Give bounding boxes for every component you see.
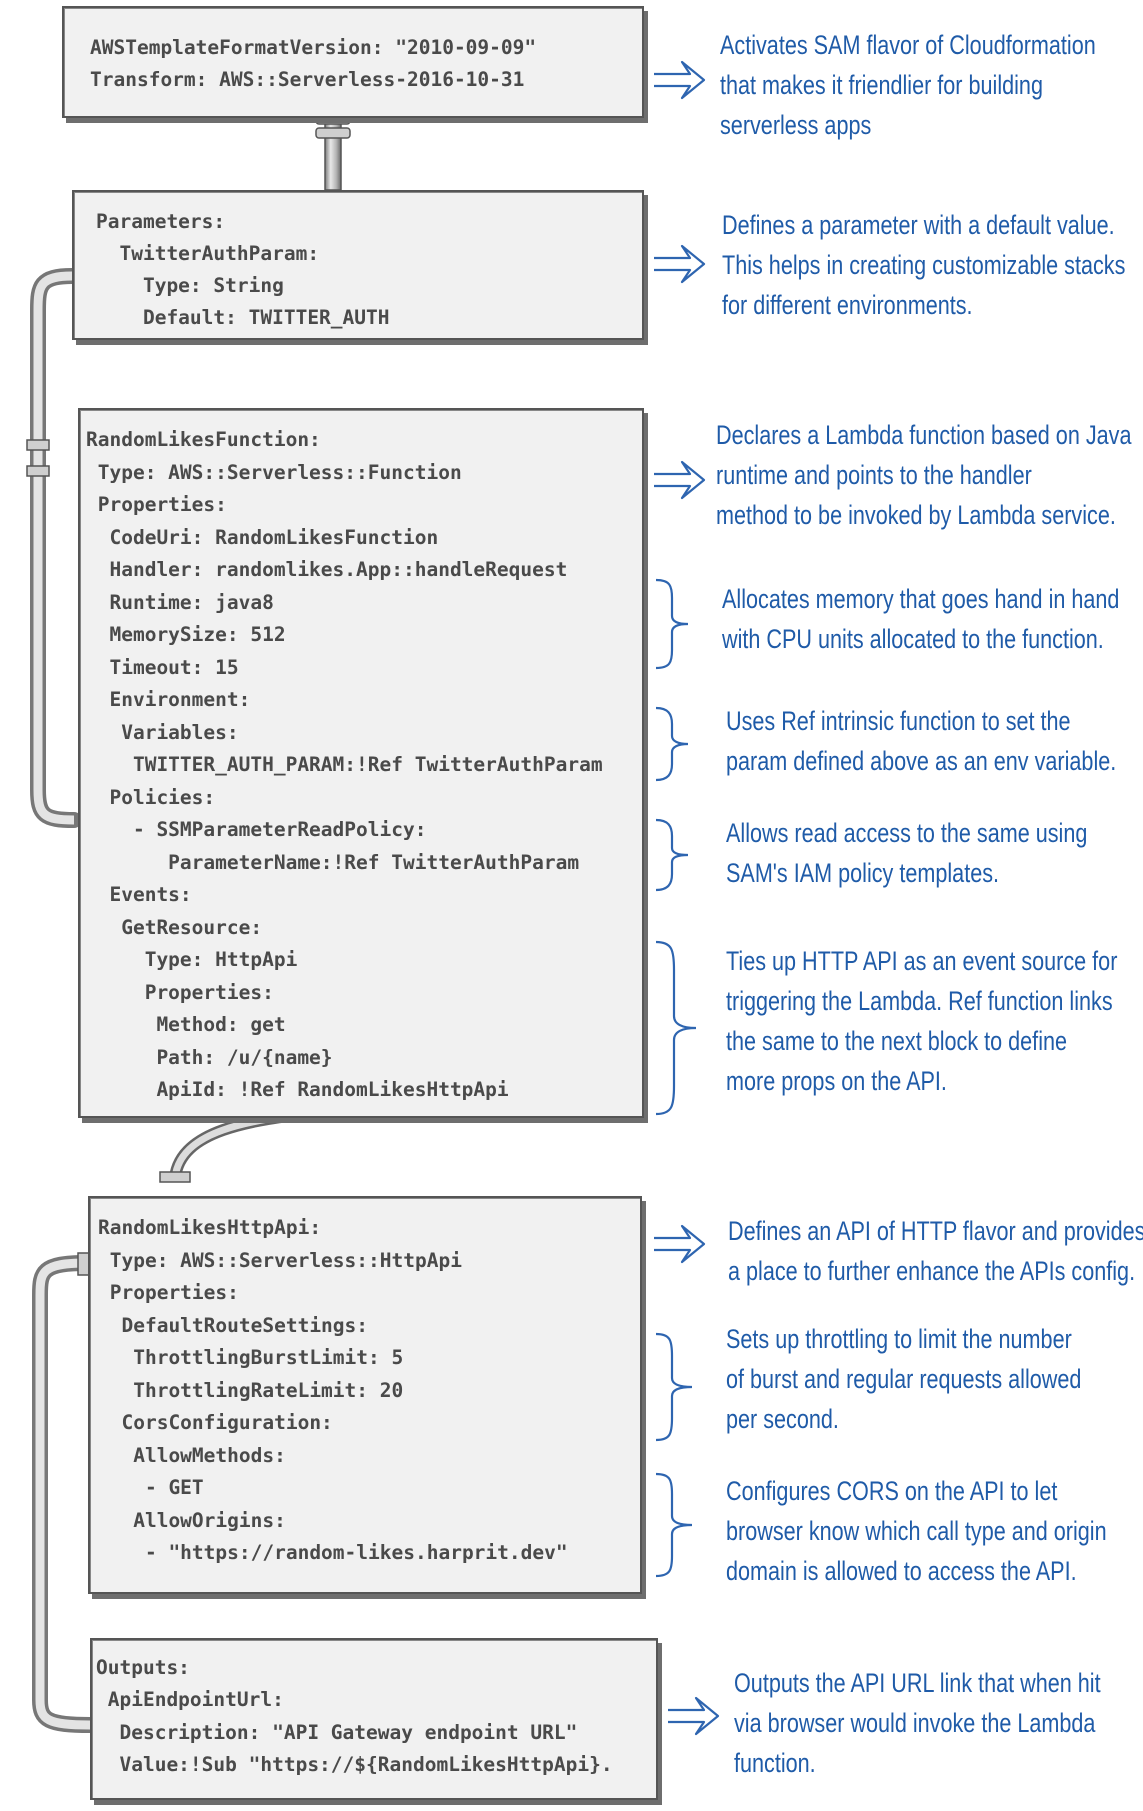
- code-line: Type: HttpApi: [86, 948, 297, 972]
- code-line: AllowOrigins:: [98, 1509, 286, 1533]
- annotation-line: This helps in creating customizable stac…: [722, 248, 1125, 282]
- code-line: Description: "API Gateway endpoint URL": [96, 1721, 577, 1745]
- code-line: Path: /u/{name}: [86, 1046, 333, 1070]
- code-line: Method: get: [86, 1013, 286, 1037]
- annotation-line: Configures CORS on the API to let: [726, 1474, 1057, 1508]
- code-line: Properties:: [86, 493, 227, 517]
- annotation-line: Activates SAM flavor of Cloudformation: [720, 28, 1096, 62]
- code-line: RandomLikesHttpApi:: [98, 1216, 321, 1240]
- code-line: TWITTER_AUTH_PARAM:!Ref TwitterAuthParam: [86, 753, 603, 777]
- code-line: Type: AWS::Serverless::Function: [86, 461, 462, 485]
- annotation-line: for different environments.: [722, 288, 973, 322]
- pipe-2: [27, 276, 74, 820]
- code-line: AllowMethods:: [98, 1444, 286, 1468]
- annotation-line: Allocates memory that goes hand in hand: [722, 582, 1119, 616]
- annotation-line: via browser would invoke the Lambda: [734, 1706, 1095, 1740]
- annotation-line: with CPU units allocated to the function…: [722, 622, 1104, 656]
- code-line: Type: String: [96, 274, 284, 298]
- annotation-line: Sets up throttling to limit the number: [726, 1322, 1072, 1356]
- annotation-line: per second.: [726, 1402, 839, 1436]
- annotation-line: Defines a parameter with a default value…: [722, 208, 1115, 242]
- code-line: Transform: AWS::Serverless-2016-10-31: [90, 68, 524, 92]
- code-line: ThrottlingRateLimit: 20: [98, 1379, 403, 1403]
- annotation-line: more props on the API.: [726, 1064, 947, 1098]
- annotation-line: Defines an API of HTTP flavor and provid…: [728, 1214, 1143, 1248]
- annotation-line: browser know which call type and origin: [726, 1514, 1107, 1548]
- code-line: - GET: [98, 1476, 204, 1500]
- annotation-line: the same to the next block to define: [726, 1024, 1067, 1058]
- code-line: CorsConfiguration:: [98, 1411, 333, 1435]
- code-line: RandomLikesFunction:: [86, 428, 321, 452]
- brace-icon: [652, 818, 692, 892]
- code-block-template-header: AWSTemplateFormatVersion: "2010-09-09" T…: [62, 6, 644, 118]
- code-line: ParameterName:!Ref TwitterAuthParam: [86, 851, 579, 875]
- brace-icon: [652, 1472, 696, 1578]
- annotation-line: param defined above as an env variable.: [726, 744, 1116, 778]
- code-line: Type: AWS::Serverless::HttpApi: [98, 1249, 462, 1273]
- annotation-line: Declares a Lambda function based on Java: [716, 418, 1131, 452]
- arrow-icon: [652, 1222, 708, 1266]
- code-block-http-api: RandomLikesHttpApi: Type: AWS::Serverles…: [88, 1196, 642, 1594]
- arrow-icon: [666, 1694, 722, 1738]
- code-line: Properties:: [98, 1281, 239, 1305]
- code-line: ApiEndpointUrl:: [96, 1688, 284, 1712]
- pipe-1: [316, 114, 350, 190]
- annotation-line: triggering the Lambda. Ref function link…: [726, 984, 1113, 1018]
- code-line: Properties:: [86, 981, 274, 1005]
- code-line: Environment:: [86, 688, 250, 712]
- arrow-icon: [652, 242, 708, 286]
- annotation-line: serverless apps: [720, 108, 871, 142]
- code-line: Runtime: java8: [86, 591, 274, 615]
- code-line: Default: TWITTER_AUTH: [96, 306, 390, 330]
- code-line: - SSMParameterReadPolicy:: [86, 818, 426, 842]
- annotation-line: method to be invoked by Lambda service.: [716, 498, 1116, 532]
- code-line: Policies:: [86, 786, 215, 810]
- annotation-line: that makes it friendlier for building: [720, 68, 1043, 102]
- brace-icon: [652, 578, 692, 670]
- annotation-line: runtime and points to the handler: [716, 458, 1032, 492]
- brace-icon: [652, 706, 692, 782]
- code-line: Events:: [86, 883, 192, 907]
- annotation-line: a place to further enhance the APIs conf…: [728, 1254, 1135, 1288]
- code-line: Variables:: [86, 721, 239, 745]
- code-line: TwitterAuthParam:: [96, 242, 319, 266]
- pipe-3: [160, 1112, 320, 1182]
- code-line: Parameters:: [96, 210, 225, 234]
- code-line: GetResource:: [86, 916, 262, 940]
- code-line: CodeUri: RandomLikesFunction: [86, 526, 438, 550]
- code-line: AWSTemplateFormatVersion: "2010-09-09": [90, 36, 536, 60]
- code-line: DefaultRouteSettings:: [98, 1314, 368, 1338]
- code-line: - "https://random-likes.harprit.dev": [98, 1541, 568, 1565]
- arrow-icon: [652, 458, 708, 502]
- code-block-parameters: Parameters: TwitterAuthParam: Type: Stri…: [72, 190, 644, 340]
- brace-icon: [652, 1332, 696, 1442]
- code-block-function: RandomLikesFunction: Type: AWS::Serverle…: [78, 408, 644, 1118]
- code-line: Outputs:: [96, 1656, 190, 1680]
- annotation-line: domain is allowed to access the API.: [726, 1554, 1077, 1588]
- annotation-line: Outputs the API URL link that when hit: [734, 1666, 1101, 1700]
- annotation-line: Ties up HTTP API as an event source for: [726, 944, 1117, 978]
- code-line: Handler: randomlikes.App::handleRequest: [86, 558, 567, 582]
- code-line: Value:!Sub "https://${RandomLikesHttpApi…: [96, 1753, 613, 1777]
- brace-icon: [652, 940, 700, 1116]
- code-line: MemorySize: 512: [86, 623, 286, 647]
- code-line: ApiId: !Ref RandomLikesHttpApi: [86, 1078, 509, 1102]
- pipe-4: [40, 1253, 90, 1725]
- annotation-line: of burst and regular requests allowed: [726, 1362, 1081, 1396]
- annotation-line: Allows read access to the same using: [726, 816, 1087, 850]
- annotation-line: function.: [734, 1746, 816, 1780]
- code-block-outputs: Outputs: ApiEndpointUrl: Description: "A…: [90, 1638, 658, 1800]
- annotation-line: Uses Ref intrinsic function to set the: [726, 704, 1071, 738]
- annotation-line: SAM's IAM policy templates.: [726, 856, 999, 890]
- code-line: ThrottlingBurstLimit: 5: [98, 1346, 403, 1370]
- code-line: Timeout: 15: [86, 656, 239, 680]
- arrow-icon: [652, 58, 708, 102]
